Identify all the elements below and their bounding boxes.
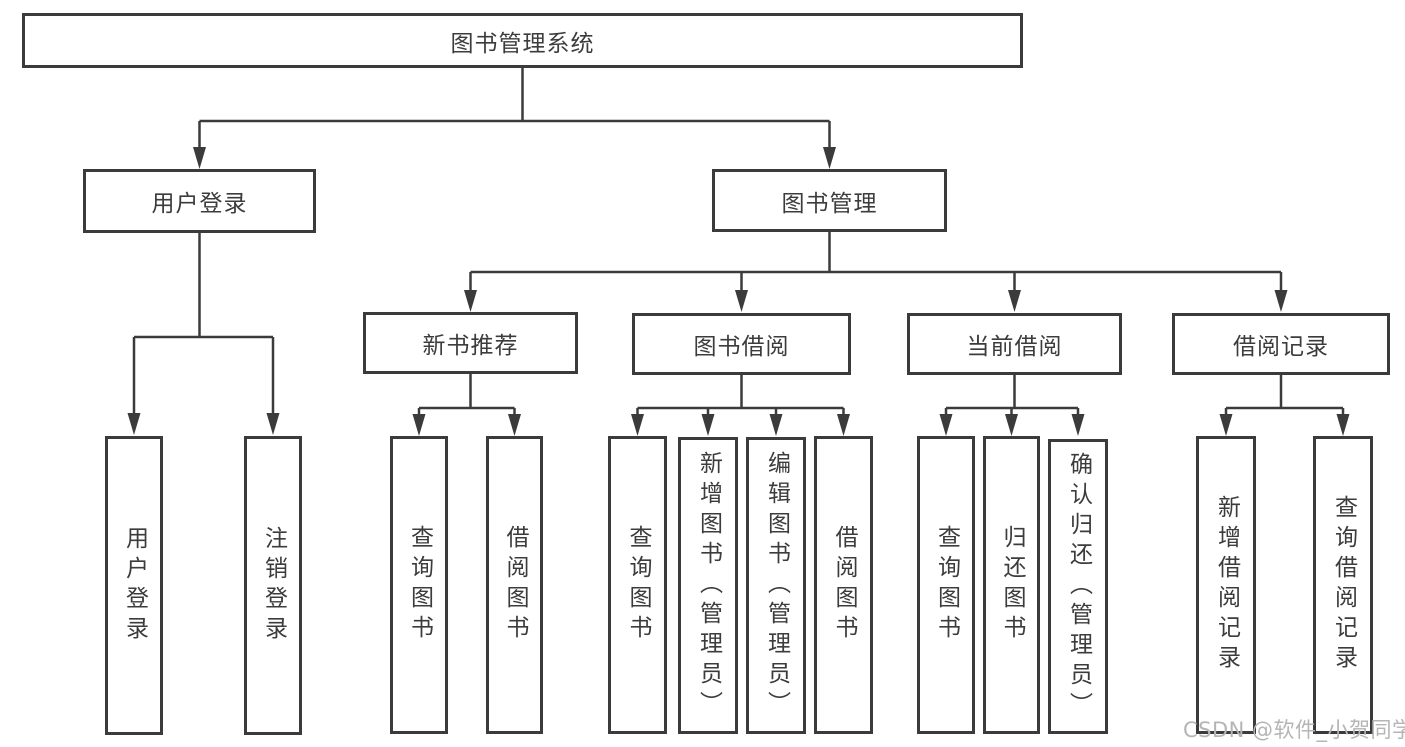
node-book-borrowing: 图书借阅 xyxy=(632,313,851,375)
arrow-down-icon xyxy=(769,414,783,436)
node-current-borrowing: 当前借阅 xyxy=(907,313,1122,375)
arrow-down-icon xyxy=(412,414,426,436)
connector-current-borrowing-children xyxy=(939,375,1085,436)
arrow-down-icon xyxy=(701,414,715,436)
arrow-down-icon xyxy=(508,414,521,436)
arrow-down-icon xyxy=(735,290,748,312)
arrow-down-icon xyxy=(1071,414,1085,436)
arrow-down-icon xyxy=(1219,414,1233,436)
connector-book-management-children xyxy=(464,232,1288,312)
connector-book-borrowing-children xyxy=(631,375,850,436)
node-borrowing-records: 借阅记录 xyxy=(1172,313,1390,375)
leaf-bb-borrow-books: 借阅图书 xyxy=(814,436,873,734)
leaf-nbr-borrow-books: 借阅图书 xyxy=(486,436,543,734)
arrow-down-icon xyxy=(837,414,850,436)
leaf-nbr-query-books: 查询图书 xyxy=(390,436,448,734)
connector-new-book-recommendation-children xyxy=(412,374,521,436)
arrow-down-icon xyxy=(939,414,953,436)
arrow-down-icon xyxy=(127,413,141,435)
leaf-br-add-borrow-record: 新增借阅记录 xyxy=(1196,436,1256,734)
leaf-bb-query-books: 查询图书 xyxy=(608,436,667,734)
leaf-br-query-borrow-record: 查询借阅记录 xyxy=(1313,436,1373,734)
leaf-bb-add-books-admin: 新增图书（管理员） xyxy=(678,437,738,734)
arrow-down-icon xyxy=(631,414,644,436)
arrow-down-icon xyxy=(1274,290,1288,312)
connector-root-to-level1 xyxy=(193,68,836,169)
node-book-management: 图书管理 xyxy=(712,169,947,232)
arrow-down-icon xyxy=(464,290,477,312)
arrow-down-icon xyxy=(823,147,836,169)
connector-borrowing-records-children xyxy=(1219,375,1350,436)
arrow-down-icon xyxy=(193,147,206,169)
watermark: CSDN @软件_小贺同学 xyxy=(1183,718,1405,742)
arrow-down-icon xyxy=(266,413,280,435)
node-user-login: 用户登录 xyxy=(83,169,316,233)
leaf-cb-confirm-return-admin: 确认归还（管理员） xyxy=(1048,439,1108,734)
node-library-management-system: 图书管理系统 xyxy=(22,13,1023,68)
arrow-down-icon xyxy=(1005,414,1018,436)
leaf-cb-return-books: 归还图书 xyxy=(983,436,1040,734)
leaf-cb-query-books: 查询图书 xyxy=(917,436,975,734)
arrow-down-icon xyxy=(1008,290,1021,312)
arrow-down-icon xyxy=(1336,414,1350,436)
connector-user-login-children xyxy=(127,233,280,435)
leaf-user-login: 用户登录 xyxy=(105,436,163,735)
node-new-book-recommendation: 新书推荐 xyxy=(363,312,578,374)
leaf-bb-edit-books-admin: 编辑图书（管理员） xyxy=(746,437,806,734)
leaf-logout-login: 注销登录 xyxy=(244,436,302,735)
